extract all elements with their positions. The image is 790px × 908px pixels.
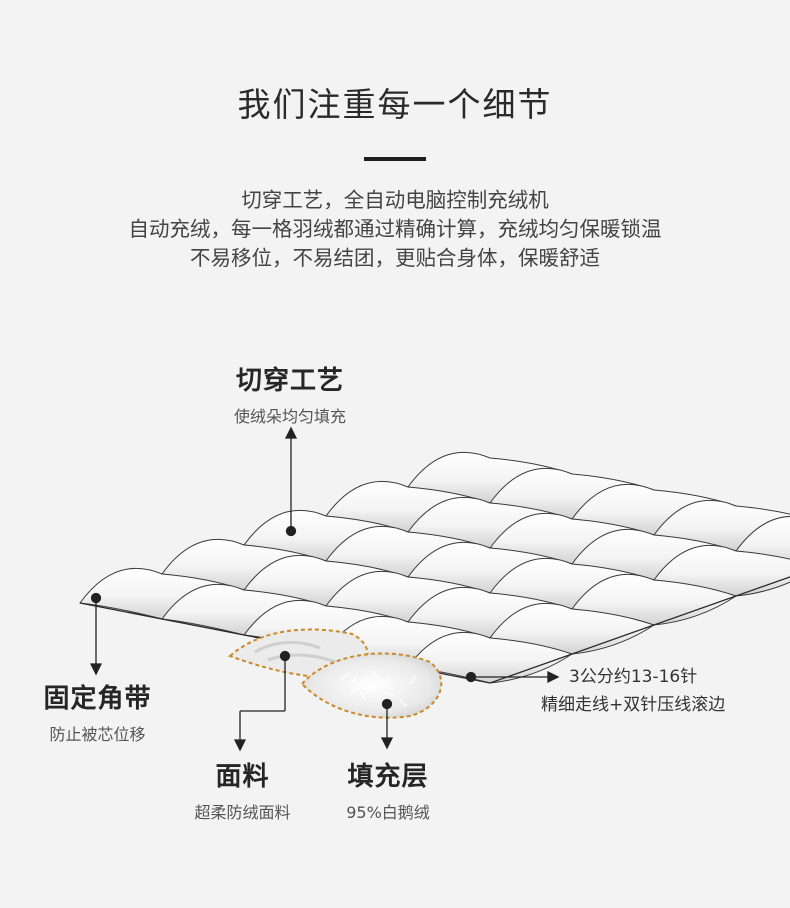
callout-tianchong: 填充层 95%白鹅绒	[318, 756, 458, 823]
callout-gujiao: 固定角带 防止被芯位移	[20, 678, 175, 745]
intro-text: 切穿工艺，全自动电脑控制充绒机 自动充绒，每一格羽绒都通过精确计算，充绒均匀保暖…	[0, 186, 790, 273]
intro-line-1: 切穿工艺，全自动电脑控制充绒机	[241, 188, 549, 212]
quilt-puff	[735, 516, 790, 561]
intro-line-3: 不易移位，不易结团，更贴合身体，保暖舒适	[190, 246, 600, 270]
callout-gujiao-title: 固定角带	[43, 684, 152, 714]
callout-tianchong-sub: 95%白鹅绒	[346, 803, 430, 822]
callout-mianliao-title: 面料	[215, 762, 270, 792]
callout-gujiao-sub: 防止被芯位移	[49, 725, 146, 744]
callout-mianliao-sub: 超柔防绒面料	[194, 803, 291, 822]
fabric-folds	[254, 640, 341, 666]
intro-line-2: 自动充绒，每一格羽绒都通过精确计算，充绒均匀保暖锁温	[128, 217, 662, 241]
title-underline	[364, 157, 426, 161]
callout-qiechuan: 切穿工艺 使绒朵均匀填充	[210, 360, 370, 427]
callout-qiechuan-sub: 使绒朵均匀填充	[233, 407, 346, 426]
callout-stitch: 3公分约13-16针 精细走线+双针压线滚边	[541, 663, 725, 719]
callout-mianliao: 面料 超柔防绒面料	[170, 756, 315, 823]
quilt-piping	[79, 576, 790, 684]
callout-stitch-line1: 3公分约13-16针	[569, 667, 698, 687]
callout-tianchong-title: 填充层	[347, 762, 429, 792]
quilt-puffs	[79, 451, 790, 684]
callout-qiechuan-title: 切穿工艺	[235, 366, 344, 396]
down-texture	[339, 671, 417, 707]
callout-stitch-line2: 精细走线+双针压线滚边	[541, 695, 726, 715]
down-fill-layer	[300, 652, 443, 719]
page-title: 我们注重每一个细节	[237, 85, 553, 124]
